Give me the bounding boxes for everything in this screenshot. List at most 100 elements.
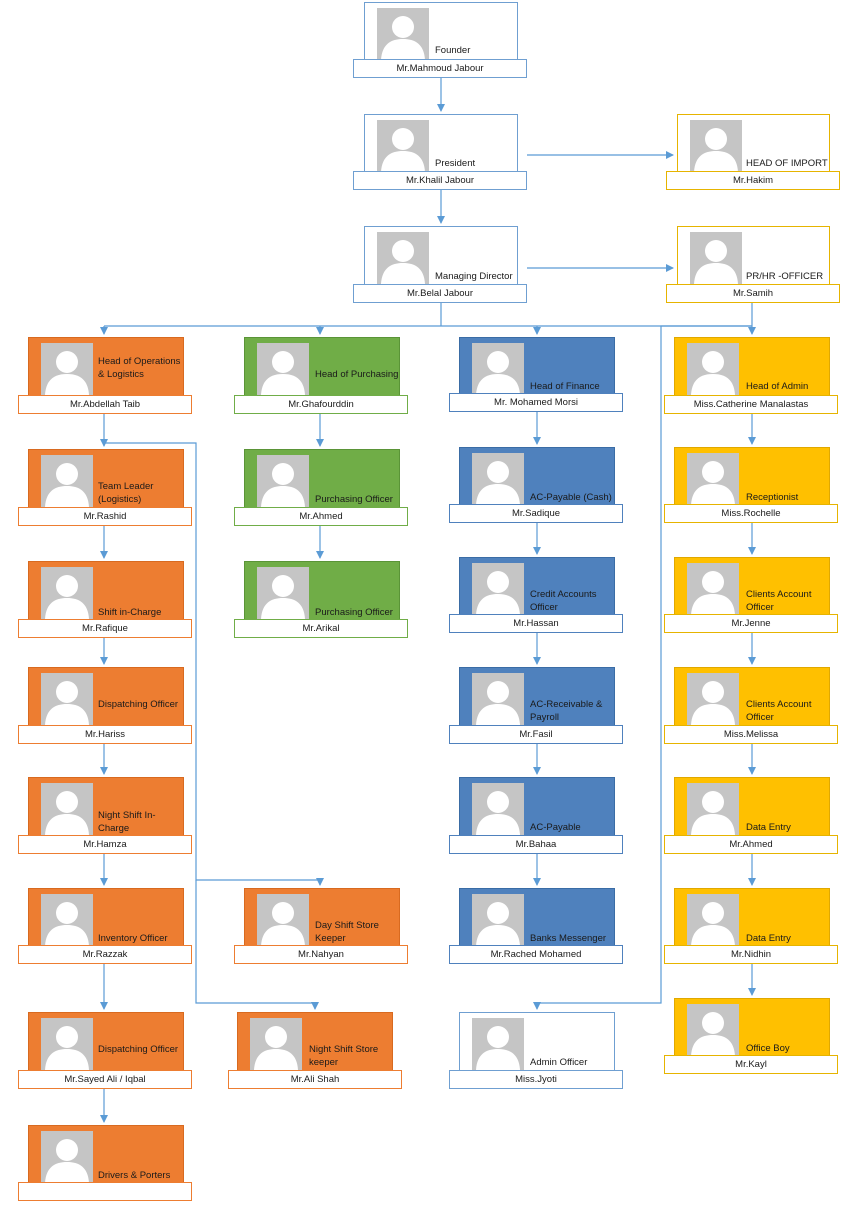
person-placeholder-icon: [377, 120, 429, 172]
person-placeholder-icon: [687, 783, 739, 835]
person-name: Miss.Jyoti: [449, 1070, 623, 1089]
person-placeholder-icon: [377, 232, 429, 284]
person-placeholder-icon: [472, 673, 524, 725]
role-title: Day Shift Store Keeper: [315, 920, 379, 944]
person-name: Mr.Jenne: [664, 614, 838, 633]
role-title: Night Shift In-Charge: [98, 810, 156, 834]
photo-placeholder: [472, 673, 524, 725]
connector-admin-officer: [533, 325, 752, 1010]
role-title: Team Leader (Logistics): [98, 481, 154, 505]
person-name: Mr.Hassan: [449, 614, 623, 633]
photo-placeholder: [687, 453, 739, 505]
photo-placeholder: [687, 563, 739, 615]
photo-placeholder: [41, 1131, 93, 1183]
role-title: HEAD OF IMPORT: [746, 158, 828, 169]
photo-placeholder: [41, 783, 93, 835]
role-title: Shift in-Charge: [98, 607, 162, 618]
role-title: Purchasing Officer: [315, 494, 393, 505]
role-title: Banks Messenger: [530, 933, 607, 944]
role-title: Inventory Officer: [98, 933, 168, 944]
person-name: Mr.Nahyan: [234, 945, 408, 964]
photo-placeholder: [41, 894, 93, 946]
role-title: Head of Admin: [746, 381, 809, 392]
role-title: Head of Operations & Logistics: [98, 356, 181, 380]
person-placeholder-icon: [377, 8, 429, 60]
photo-placeholder: [250, 1018, 302, 1070]
person-name: Mr.Razzak: [18, 945, 192, 964]
person-placeholder-icon: [472, 783, 524, 835]
person-name: Mr.Bahaa: [449, 835, 623, 854]
photo-placeholder: [377, 232, 429, 284]
role-title: Founder: [435, 45, 471, 56]
photo-placeholder: [257, 567, 309, 619]
photo-placeholder: [41, 1018, 93, 1070]
role-title: Clients Account Officer: [746, 589, 812, 613]
person-name: Mr.Rached Mohamed: [449, 945, 623, 964]
person-placeholder-icon: [257, 343, 309, 395]
role-title: PR/HR -OFFICER: [746, 271, 824, 282]
person-placeholder-icon: [472, 343, 524, 395]
card-receptionist: [674, 447, 830, 522]
person-placeholder-icon: [41, 673, 93, 725]
role-title: Clients Account Officer: [746, 699, 812, 723]
role-title: Data Entry: [746, 822, 791, 833]
photo-placeholder: [41, 343, 93, 395]
role-title: Office Boy: [746, 1043, 790, 1054]
person-placeholder-icon: [257, 567, 309, 619]
person-placeholder-icon: [257, 455, 309, 507]
person-placeholder-icon: [687, 343, 739, 395]
person-name: Mr.Sadique: [449, 504, 623, 523]
photo-placeholder: [687, 783, 739, 835]
person-placeholder-icon: [687, 673, 739, 725]
role-title: Dispatching Officer: [98, 1044, 179, 1055]
person-name: Mr.Fasil: [449, 725, 623, 744]
person-name: Mr.Hariss: [18, 725, 192, 744]
role-title: Purchasing Officer: [315, 607, 393, 618]
photo-placeholder: [257, 894, 309, 946]
person-name: [18, 1182, 192, 1201]
photo-placeholder: [690, 120, 742, 172]
photo-placeholder: [472, 894, 524, 946]
person-name: Mr.Rafique: [18, 619, 192, 638]
person-placeholder-icon: [250, 1018, 302, 1070]
person-placeholder-icon: [41, 894, 93, 946]
person-name: Mr.Mahmoud Jabour: [353, 59, 527, 78]
role-title: Night Shift Store keeper: [309, 1044, 379, 1068]
role-title: Credit Accounts Officer: [530, 589, 597, 613]
person-name: Mr.Hamza: [18, 835, 192, 854]
person-placeholder-icon: [472, 453, 524, 505]
role-title: Receptionist: [746, 492, 799, 503]
role-title: Head of Finance: [530, 381, 600, 392]
person-placeholder-icon: [472, 563, 524, 615]
role-title: Data Entry: [746, 933, 791, 944]
role-title: Head of Purchasing: [315, 369, 399, 380]
photo-placeholder: [687, 343, 739, 395]
photo-placeholder: [687, 1004, 739, 1056]
person-placeholder-icon: [257, 894, 309, 946]
person-name: Mr.Ali Shah: [228, 1070, 402, 1089]
photo-placeholder: [257, 343, 309, 395]
person-name: Mr.Kayl: [664, 1055, 838, 1074]
photo-placeholder: [472, 453, 524, 505]
person-name: Mr.Ghafourddin: [234, 395, 408, 414]
photo-placeholder: [41, 673, 93, 725]
person-placeholder-icon: [690, 232, 742, 284]
person-placeholder-icon: [41, 455, 93, 507]
photo-placeholder: [690, 232, 742, 284]
person-name: Miss.Rochelle: [664, 504, 838, 523]
photo-placeholder: [687, 673, 739, 725]
photo-placeholder: [687, 894, 739, 946]
photo-placeholder: [377, 8, 429, 60]
role-title: AC-Receivable & Payroll: [530, 699, 603, 723]
person-name: Mr.Rashid: [18, 507, 192, 526]
role-title: Managing Director: [435, 271, 513, 282]
person-placeholder-icon: [41, 1131, 93, 1183]
card-shift-in-charge: [28, 561, 184, 636]
person-placeholder-icon: [690, 120, 742, 172]
photo-placeholder: [472, 563, 524, 615]
photo-placeholder: [377, 120, 429, 172]
person-name: Mr.Abdellah Taib: [18, 395, 192, 414]
photo-placeholder: [472, 783, 524, 835]
person-placeholder-icon: [41, 1018, 93, 1070]
